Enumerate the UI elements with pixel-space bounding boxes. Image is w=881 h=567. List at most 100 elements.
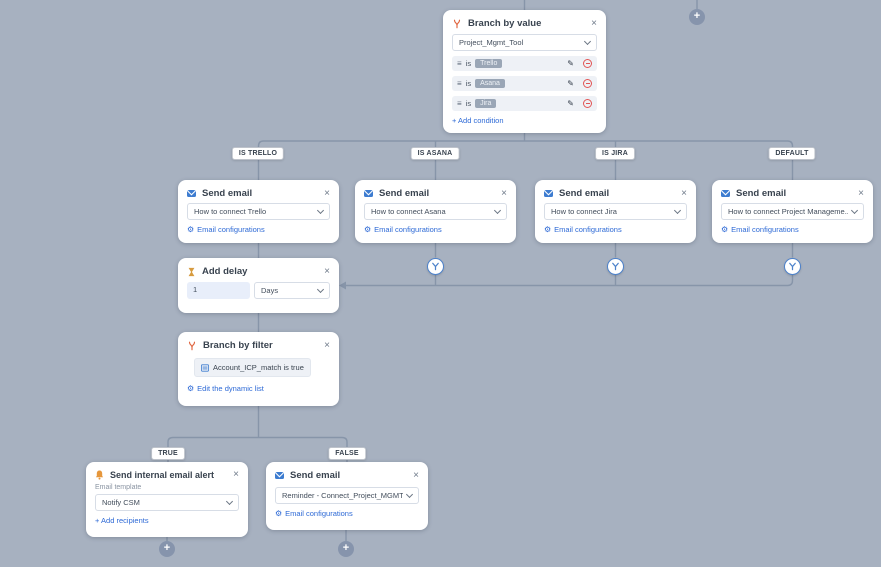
card-title: Branch by filter <box>203 340 273 351</box>
chevron-down-icon <box>316 285 325 294</box>
condition-value-chip: Trello <box>475 59 503 68</box>
card-title: Send email <box>290 470 341 481</box>
email-configurations-link[interactable]: ⚙ Email configurations <box>187 224 265 234</box>
email-template-select[interactable]: How to connect Project Manageme... <box>721 203 864 220</box>
close-icon[interactable]: × <box>233 469 239 480</box>
gear-icon: ⚙ <box>187 383 195 393</box>
gear-icon: ⚙ <box>544 224 552 234</box>
delay-unit-select[interactable]: Days <box>254 282 330 299</box>
add-step-button[interactable]: + <box>689 9 705 25</box>
merge-node[interactable] <box>607 257 624 275</box>
merge-y-icon <box>432 262 439 270</box>
branch-field-select[interactable]: Project_Mgmt_Tool <box>452 34 597 51</box>
email-template-label: Email template <box>95 484 142 491</box>
edit-dynamic-list-link[interactable]: ⚙ Edit the dynamic list <box>187 383 264 393</box>
merge-y-icon <box>612 262 619 270</box>
branch-label-true: TRUE <box>151 447 185 460</box>
edit-pencil-icon[interactable]: ✎ <box>567 58 574 68</box>
edit-pencil-icon[interactable]: ✎ <box>567 98 574 108</box>
close-icon[interactable]: × <box>324 265 330 277</box>
remove-condition-icon[interactable] <box>583 59 592 68</box>
condition-row: ≡ is Jira ✎ <box>452 96 597 111</box>
filter-condition-chip[interactable]: Account_ICP_match is true <box>194 358 311 377</box>
add-delay-card: Add delay × 1 Days <box>178 258 339 313</box>
branch-by-value-card: Branch by value × Project_Mgmt_Tool ≡ is… <box>443 10 606 133</box>
close-icon[interactable]: × <box>413 469 419 481</box>
remove-condition-icon[interactable] <box>583 99 592 108</box>
email-icon <box>364 190 373 197</box>
email-icon <box>275 472 284 479</box>
branch-icon <box>453 19 461 28</box>
chevron-down-icon <box>850 206 859 215</box>
send-internal-email-alert-card: Send internal email alert × Email templa… <box>86 462 248 537</box>
add-step-button[interactable]: + <box>159 541 175 557</box>
alert-template-select[interactable]: Notify CSM <box>95 494 239 511</box>
condition-operator: is <box>465 99 472 108</box>
condition-value-chip: Asana <box>475 79 505 88</box>
email-template-select[interactable]: How to connect Jira <box>544 203 687 220</box>
gear-icon: ⚙ <box>721 224 729 234</box>
chevron-down-icon <box>673 206 682 215</box>
chevron-down-icon <box>583 37 592 46</box>
send-email-card-jira: Send email × How to connect Jira ⚙ Email… <box>535 180 696 243</box>
merge-node[interactable] <box>427 257 444 275</box>
list-icon <box>201 363 209 372</box>
email-icon <box>544 190 553 197</box>
condition-operator: is <box>465 59 472 68</box>
send-email-card-asana: Send email × How to connect Asana ⚙ Emai… <box>355 180 516 243</box>
remove-condition-icon[interactable] <box>583 79 592 88</box>
close-icon[interactable]: × <box>501 187 507 199</box>
branch-icon <box>188 341 196 350</box>
gear-icon: ⚙ <box>364 224 372 234</box>
drag-handle-icon[interactable]: ≡ <box>457 99 462 108</box>
card-title: Send email <box>202 188 253 199</box>
branch-label-is-jira: IS JIRA <box>595 147 635 160</box>
close-icon[interactable]: × <box>681 187 687 199</box>
email-icon <box>721 190 730 197</box>
branch-by-filter-card: Branch by filter × Account_ICP_match is … <box>178 332 339 406</box>
card-title: Branch by value <box>468 18 542 29</box>
merge-arrowhead <box>339 281 346 290</box>
send-email-card-trello: Send email × How to connect Trello ⚙ Ema… <box>178 180 339 243</box>
card-title: Send email <box>559 188 610 199</box>
add-step-button[interactable]: + <box>338 541 354 557</box>
edit-pencil-icon[interactable]: ✎ <box>567 78 574 88</box>
email-template-select[interactable]: Reminder - Connect_Project_MGMT... <box>275 487 419 504</box>
branch-label-false: FALSE <box>328 447 366 460</box>
chevron-down-icon <box>225 497 234 506</box>
gear-icon: ⚙ <box>275 508 283 518</box>
condition-operator: is <box>465 79 472 88</box>
email-configurations-link[interactable]: ⚙ Email configurations <box>364 224 442 234</box>
close-icon[interactable]: × <box>591 17 597 29</box>
branch-label-is-asana: IS ASANA <box>410 147 460 160</box>
delay-value-input[interactable]: 1 <box>187 282 250 299</box>
card-title: Send email <box>736 188 787 199</box>
close-icon[interactable]: × <box>324 187 330 199</box>
chevron-down-icon <box>316 206 325 215</box>
email-template-select[interactable]: How to connect Asana <box>364 203 507 220</box>
send-email-card-default: Send email × How to connect Project Mana… <box>712 180 873 243</box>
card-title: Send email <box>379 188 430 199</box>
condition-row: ≡ is Trello ✎ <box>452 56 597 71</box>
drag-handle-icon[interactable]: ≡ <box>457 79 462 88</box>
email-configurations-link[interactable]: ⚙ Email configurations <box>544 224 622 234</box>
condition-row: ≡ is Asana ✎ <box>452 76 597 91</box>
condition-value-chip: Jira <box>475 99 497 108</box>
email-configurations-link[interactable]: ⚙ Email configurations <box>721 224 799 234</box>
add-recipients-link[interactable]: + Add recipients <box>95 516 149 525</box>
close-icon[interactable]: × <box>858 187 864 199</box>
branch-label-default: DEFAULT <box>768 147 816 160</box>
bell-icon <box>95 470 104 480</box>
email-configurations-link[interactable]: ⚙ Email configurations <box>275 508 353 518</box>
chevron-down-icon <box>493 206 502 215</box>
email-template-select[interactable]: How to connect Trello <box>187 203 330 220</box>
card-title: Add delay <box>202 266 248 277</box>
add-condition-link[interactable]: + Add condition <box>452 116 504 125</box>
drag-handle-icon[interactable]: ≡ <box>457 59 462 68</box>
gear-icon: ⚙ <box>187 224 195 234</box>
branch-label-is-trello: IS TRELLO <box>231 147 285 160</box>
close-icon[interactable]: × <box>324 339 330 351</box>
merge-node[interactable] <box>784 257 801 275</box>
